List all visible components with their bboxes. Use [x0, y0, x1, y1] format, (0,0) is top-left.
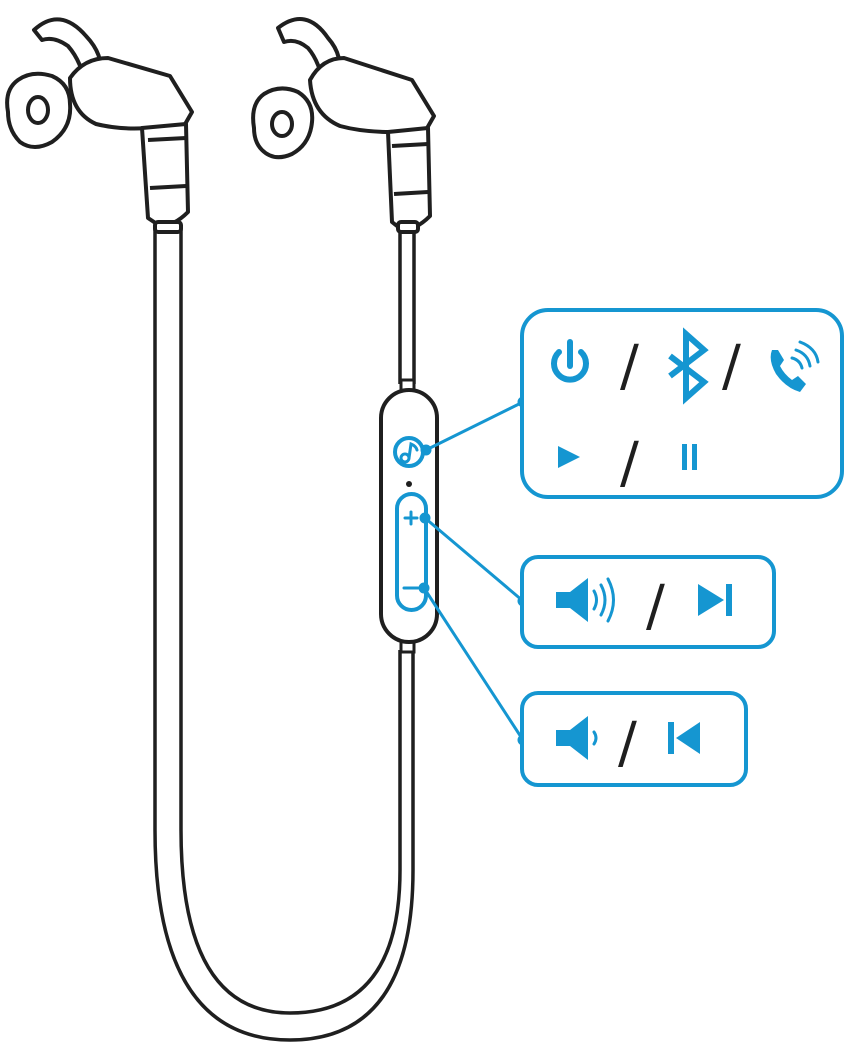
volume-down-icon — [556, 716, 598, 760]
volume-up-callout: / — [520, 555, 776, 649]
left-earbud — [5, 17, 194, 234]
neck-cable — [153, 228, 416, 1042]
separator: / — [646, 574, 665, 639]
separator: / — [620, 431, 639, 496]
right-cable-collar — [396, 220, 420, 234]
power-icon — [551, 339, 589, 383]
volume-rocker — [395, 492, 428, 612]
plus-icon — [403, 510, 419, 526]
volume-up-icon — [556, 577, 615, 623]
volume-down-callout: / — [520, 691, 748, 787]
left-ear-tip-nozzle — [26, 95, 50, 125]
previous-track-icon — [668, 722, 700, 754]
separator: / — [620, 334, 639, 399]
volume-up-button[interactable] — [403, 510, 419, 526]
play-icon — [558, 446, 580, 468]
phone-call-icon — [770, 340, 820, 392]
next-track-icon — [698, 584, 732, 616]
callout-box — [520, 555, 776, 649]
separator: / — [722, 334, 741, 399]
left-cable-collar — [153, 220, 183, 234]
right-earbud-housing — [308, 56, 436, 134]
music-note-icon — [399, 441, 419, 464]
left-earbud-housing — [68, 56, 194, 131]
pause-icon — [682, 444, 697, 470]
multifunction-callout: / / / — [520, 308, 844, 499]
callout-box — [520, 691, 748, 787]
separator: / — [618, 711, 637, 776]
bluetooth-icon — [668, 327, 709, 405]
right-earbud — [251, 17, 436, 234]
callout-box — [520, 308, 844, 499]
multifunction-button[interactable] — [393, 436, 425, 468]
right-ear-tip-nozzle — [270, 110, 294, 138]
microphone-hole — [406, 481, 412, 487]
